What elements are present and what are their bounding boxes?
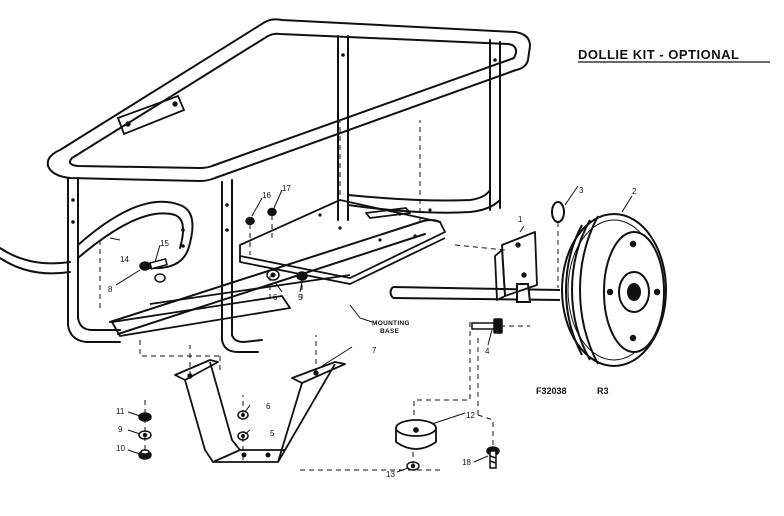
mounting-base-label-line2: BASE <box>380 328 400 335</box>
title-block: DOLLIE KIT - OPTIONAL <box>578 47 770 63</box>
callout-5-lower: 5 <box>270 429 275 438</box>
callout-2: 2 <box>632 187 637 196</box>
callout-1: 1 <box>518 215 523 224</box>
callout-17: 17 <box>282 184 291 193</box>
callout-10: 10 <box>116 444 125 453</box>
mounting-base-label: MOUNTING BASE <box>372 320 410 335</box>
frame-holes <box>71 53 497 248</box>
generator-frame <box>0 18 531 353</box>
callout-8: 8 <box>108 285 113 294</box>
drawing-code-block: F32038 R3 <box>536 386 609 396</box>
axle <box>389 283 561 303</box>
diagram-title: DOLLIE KIT - OPTIONAL <box>578 47 739 62</box>
callout-15: 15 <box>160 239 169 248</box>
callout-13: 13 <box>386 470 395 479</box>
drawing-code: F32038 <box>536 386 567 396</box>
callout-7: 7 <box>372 346 377 355</box>
mounting-base-label-line1: MOUNTING <box>372 320 410 327</box>
foot-bracket <box>174 359 346 463</box>
callout-3: 3 <box>579 186 584 195</box>
callout-5-upper: 5 <box>298 293 303 302</box>
callout-4: 4 <box>485 347 490 356</box>
handle-plate <box>116 94 186 136</box>
wheel <box>561 213 667 367</box>
callout-16: 16 <box>262 191 271 200</box>
screw-18 <box>486 446 500 469</box>
callout-18: 18 <box>462 458 471 467</box>
axle-bracket <box>494 231 538 301</box>
retaining-ring <box>551 201 565 223</box>
callout-12: 12 <box>466 411 475 420</box>
drawing-revision: R3 <box>597 386 609 396</box>
mounting-base <box>111 199 446 337</box>
callout-6-lower: 6 <box>266 402 271 411</box>
rubber-foot <box>395 419 437 450</box>
callout-11: 11 <box>116 407 125 416</box>
callout-6-upper: 6 <box>273 293 278 302</box>
bolt-4 <box>471 318 503 334</box>
bolts-8-15 <box>139 257 168 283</box>
leader-lines <box>109 185 633 473</box>
callout-numbers: 1 2 3 4 5 5 6 6 7 8 9 10 11 12 13 14 15 … <box>108 184 637 479</box>
callout-9: 9 <box>118 425 123 434</box>
assembly-lines <box>99 120 559 471</box>
callout-14: 14 <box>120 255 129 264</box>
bracket-nuts <box>237 410 249 441</box>
